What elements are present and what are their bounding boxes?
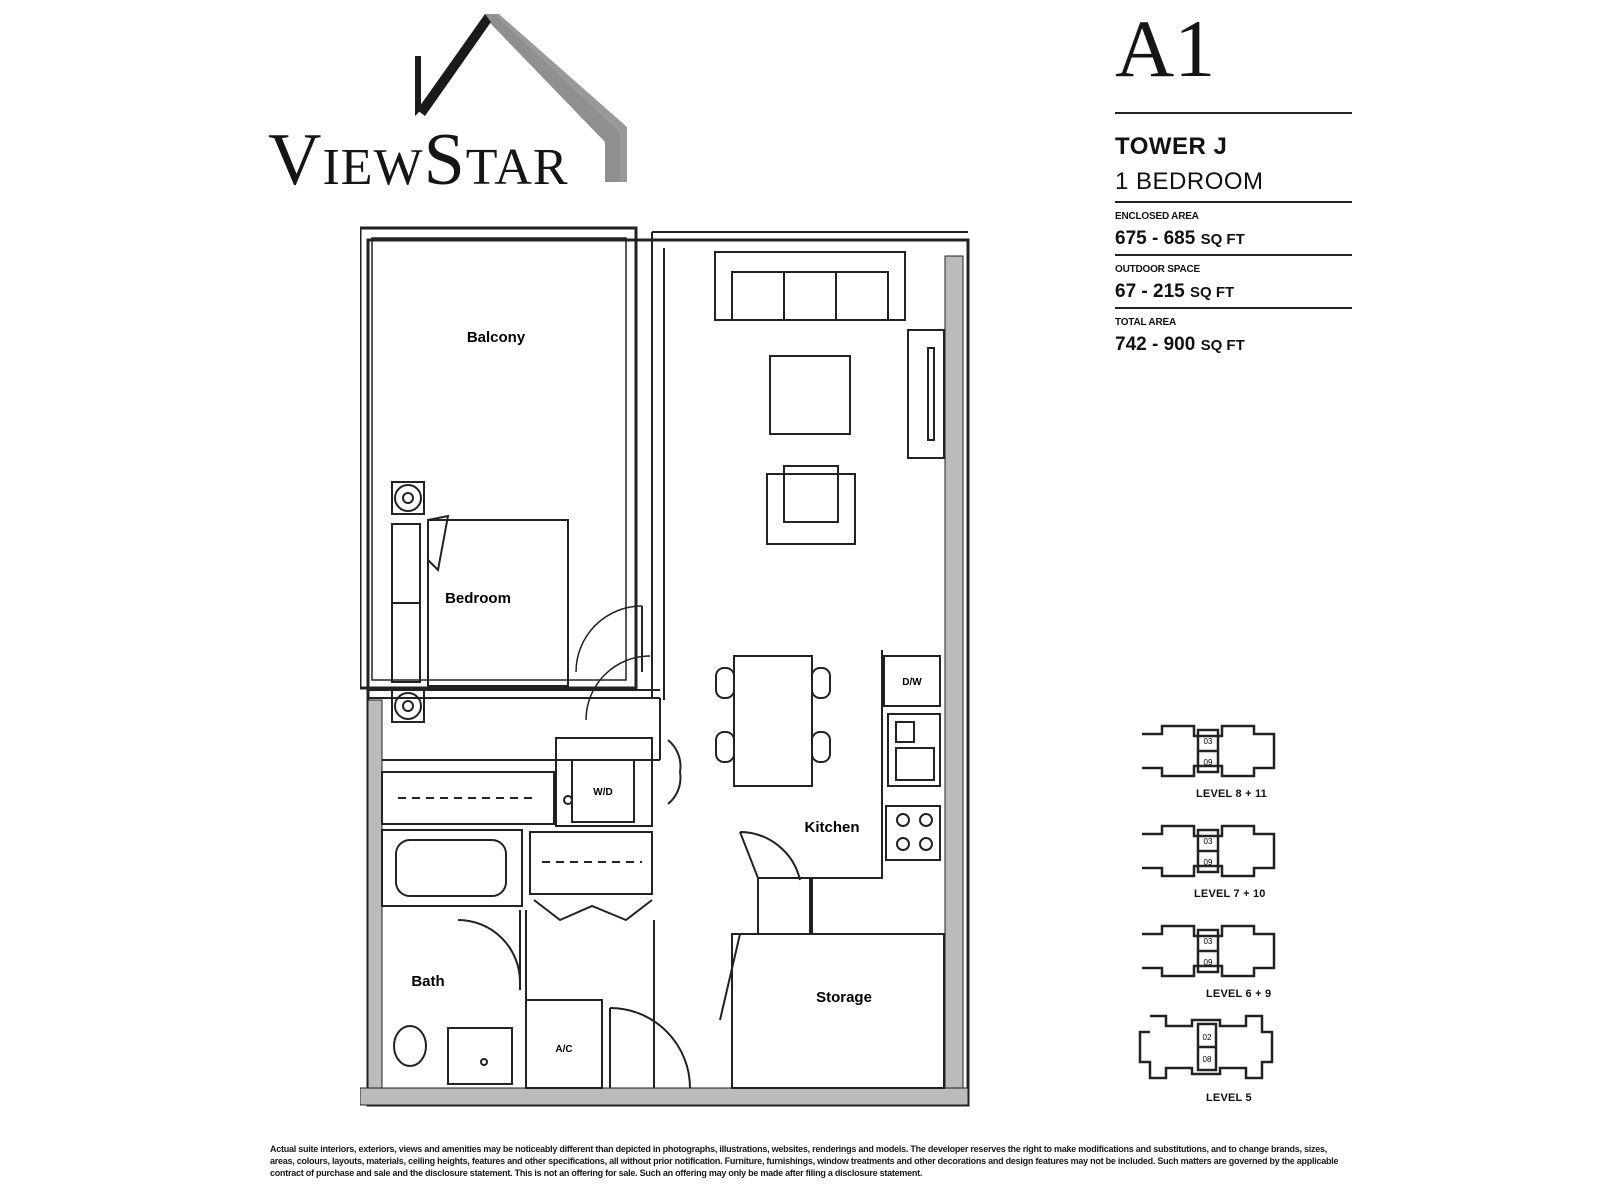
keyplan-unit-lower: 09 [1204, 858, 1213, 867]
enclosed-area-label: ENCLOSED AREA [1115, 211, 1199, 222]
outdoor-space-value: 67 - 215 SQ FT [1115, 281, 1235, 302]
keyplan-diagram: 03 09 [1142, 724, 1276, 778]
divider [1115, 112, 1352, 114]
enclosed-area-value: 675 - 685 SQ FT [1115, 228, 1245, 249]
keyplan-unit-upper: 02 [1203, 1033, 1212, 1042]
room-label-bedroom: Bedroom [445, 590, 511, 607]
total-area-value: 742 - 900 SQ FT [1115, 334, 1245, 355]
divider [1115, 307, 1352, 309]
keyplan-diagram: 03 09 [1142, 924, 1276, 978]
keyplan-level-label: LEVEL 5 [1206, 1092, 1252, 1104]
keyplan-unit-lower: 09 [1204, 958, 1213, 967]
keyplan-level-label: LEVEL 7 + 10 [1194, 888, 1266, 900]
keyplan-unit-lower: 08 [1203, 1055, 1212, 1064]
keyplan-level-5: 02 08 LEVEL 5 [1136, 1012, 1276, 1104]
room-label-bath: Bath [411, 973, 444, 990]
room-label-kitchen: Kitchen [804, 819, 859, 836]
keyplan-diagram: 03 09 [1142, 824, 1276, 878]
house-roof-icon [415, 14, 627, 182]
legal-disclaimer: Actual suite interiors, exteriors, views… [270, 1144, 1339, 1178]
keyplan-unit-upper: 03 [1204, 837, 1213, 846]
keyplan-level-7-10: 03 09 LEVEL 7 + 10 [1138, 822, 1278, 900]
keyplan-unit-upper: 03 [1204, 937, 1213, 946]
unit-code: A1 [1115, 3, 1216, 94]
keyplan-level-6-9: 03 09 LEVEL 6 + 9 [1138, 922, 1278, 1000]
brand-wordmark: ViewStar [268, 119, 569, 201]
keyplan-diagram: 02 08 [1138, 1014, 1274, 1080]
fixture-label-air-conditioning: A/C [555, 1044, 572, 1055]
fixture-label-washer-dryer: W/D [593, 787, 612, 798]
outdoor-space-label: OUTDOOR SPACE [1115, 264, 1200, 275]
fixture-label-dishwasher: D/W [902, 677, 922, 688]
room-label-storage: Storage [816, 989, 872, 1006]
total-area-label: TOTAL AREA [1115, 317, 1176, 328]
floor-plan: Balcony Bedroom Kitchen Bath Storage D/W… [360, 226, 970, 1107]
keyplan-level-8-11: 03 09 LEVEL 8 + 11 [1138, 722, 1278, 800]
bedroom-count: 1 BEDROOM [1115, 168, 1264, 195]
keyplan-unit-lower: 09 [1204, 758, 1213, 767]
tower-name: TOWER J [1115, 133, 1228, 160]
keyplan-level-label: LEVEL 8 + 11 [1196, 788, 1267, 800]
keyplan-level-label: LEVEL 6 + 9 [1206, 988, 1272, 1000]
room-label-balcony: Balcony [467, 329, 526, 346]
keyplan-unit-upper: 03 [1204, 737, 1213, 746]
divider [1115, 254, 1352, 256]
divider [1115, 201, 1352, 203]
